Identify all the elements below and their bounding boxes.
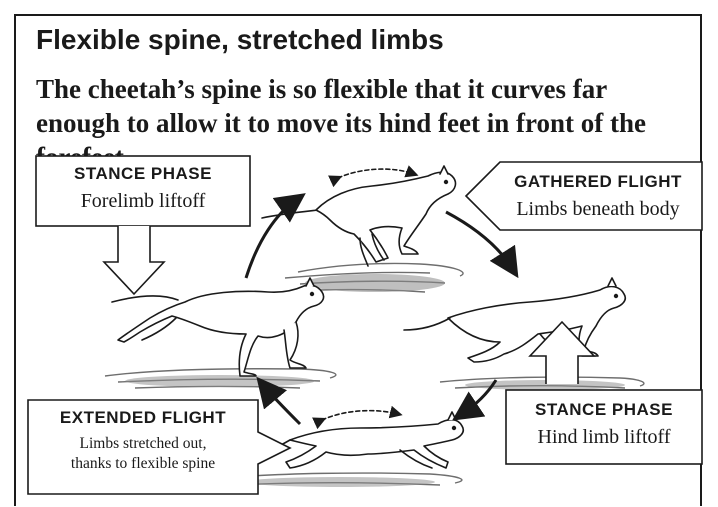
phase-description: Forelimb liftoff bbox=[36, 190, 250, 213]
shadow-right bbox=[440, 377, 644, 390]
cheetah-stance-hindlimb bbox=[404, 278, 625, 362]
phase-caption: GATHERED FLIGHT bbox=[494, 172, 702, 192]
phase-description-line-1: Limbs stretched out, bbox=[28, 434, 258, 454]
phase-caption: STANCE PHASE bbox=[506, 400, 702, 420]
phase-description: Hind limb liftoff bbox=[506, 426, 702, 449]
callout-gathered-flight-text: GATHERED FLIGHT Limbs beneath body bbox=[494, 172, 702, 221]
cheetah-gathered-flight bbox=[262, 166, 455, 266]
cheetah-extended-flight bbox=[252, 411, 463, 468]
phase-caption: EXTENDED FLIGHT bbox=[28, 408, 258, 428]
callout-extended-flight-text: EXTENDED FLIGHT Limbs stretched out, tha… bbox=[28, 408, 258, 474]
callout-stance-forelimb-text: STANCE PHASE Forelimb liftoff bbox=[36, 164, 250, 213]
shadow-bottom bbox=[225, 473, 462, 487]
arrow-extended-to-forestance bbox=[264, 386, 300, 424]
phase-description: Limbs beneath body bbox=[494, 198, 702, 221]
arrow-stance-to-gathered bbox=[246, 200, 296, 278]
shadow-left bbox=[105, 369, 336, 388]
callout-stance-hindlimb-text: STANCE PHASE Hind limb liftoff bbox=[506, 400, 702, 449]
cheetah-stance-forelimb bbox=[112, 278, 324, 376]
phase-caption: STANCE PHASE bbox=[36, 164, 250, 184]
phase-description-line-2: thanks to flexible spine bbox=[28, 454, 258, 474]
